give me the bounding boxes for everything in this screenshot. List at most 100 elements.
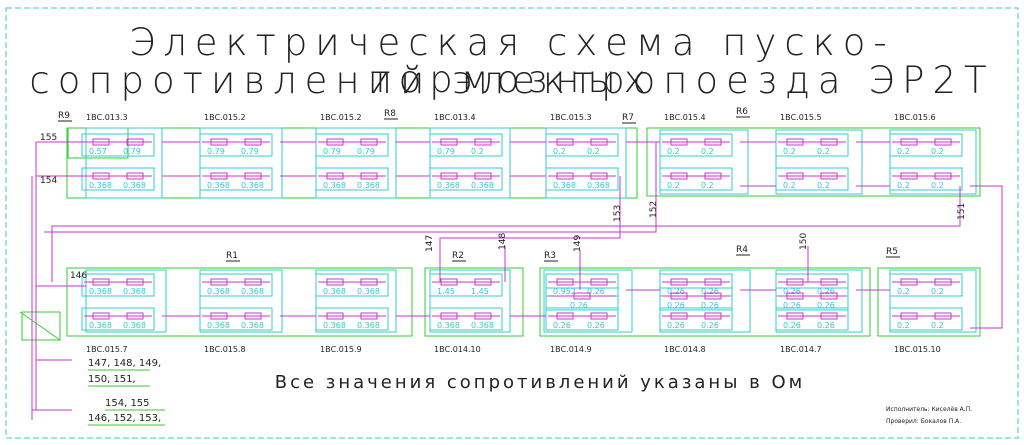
resistor-value-top-0-1: 0.79: [123, 147, 141, 156]
wire-label-148: 148: [498, 233, 508, 250]
resistor-value-bottom-4-0: 0.368: [553, 181, 576, 190]
row-box-top-15: [889, 273, 963, 297]
resistor-value-bottom-10-0: 0.368: [323, 321, 346, 330]
resistor-block-7: [889, 129, 977, 195]
resistor-value-bottom-3-1: 0.368: [471, 181, 494, 190]
block-label-14: 1ВС.014.7: [780, 345, 822, 354]
resistor-value-top-2-1: 0.79: [357, 147, 375, 156]
resistor-bottom-6-1: [820, 172, 838, 180]
resistor-top-3-0: [440, 138, 458, 146]
row-box-bottom-9: [199, 307, 273, 331]
row-box-bottom-14: [775, 307, 849, 331]
resistor-bottom-5-1: [704, 172, 722, 180]
wire-label-149: 149: [573, 235, 583, 252]
resistor-top-5-0: [670, 138, 688, 146]
resistor-top-1-1: [244, 138, 262, 146]
resistor-bottom-13-0: [670, 312, 688, 320]
block-label-0: 1ВС.013.3: [86, 113, 128, 122]
resistor-top-6-1: [820, 138, 838, 146]
resistor-top-1-0: [210, 138, 228, 146]
resistor-bottom-15-0: [900, 312, 918, 320]
resistor-mid-13-1: [704, 292, 722, 300]
resistor-top-6-0: [786, 138, 804, 146]
row-box-top-6: [775, 133, 849, 157]
resistor-mid-14-1: [820, 292, 838, 300]
resistor-value-top-15-0: 0.2: [897, 287, 910, 296]
resistor-top-14-1: [820, 278, 838, 286]
resistor-bottom-12-0: [556, 312, 574, 320]
resistor-top-13-0: [670, 278, 688, 286]
resistor-top-11-1: [474, 278, 492, 286]
resistor-bottom-12-1: [590, 312, 608, 320]
row-box-top-0: [81, 133, 155, 157]
resistor-value-top-9-0: 0.368: [207, 287, 230, 296]
block-label-7: 1ВС.015.6: [894, 113, 936, 122]
resistor-top-8-0: [92, 278, 110, 286]
row-box-bottom-5: [659, 167, 733, 191]
resistor-bottom-10-1: [360, 312, 378, 320]
group-label-R7: R7: [622, 113, 634, 123]
row-box-top-4: [545, 133, 619, 157]
resistor-value-bottom-7-1: 0.2: [931, 181, 944, 190]
resistor-top-12-1: [590, 278, 608, 286]
wire-label-147: 147: [425, 235, 435, 252]
resistor-bottom-14-1: [820, 312, 838, 320]
resistor-value-bottom-1-0: 0.368: [207, 181, 230, 190]
group-frame-4: [424, 267, 524, 337]
resistor-bottom-7-0: [900, 172, 918, 180]
resistor-value-bottom-13-1: 0.26: [701, 321, 719, 330]
resistor-block-6: [775, 129, 863, 195]
resistor-value-top-5-1: 0.2: [701, 147, 714, 156]
resistor-bottom-8-1: [126, 312, 144, 320]
resistor-top-8-1: [126, 278, 144, 286]
resistor-bottom-5-0: [670, 172, 688, 180]
wire-label-150: 150: [799, 233, 809, 250]
resistor-bottom-2-1: [360, 172, 378, 180]
resistor-top-2-1: [360, 138, 378, 146]
resistor-value-top-13-0: 0.26: [667, 287, 685, 296]
resistor-bottom-0-0: [92, 172, 110, 180]
resistor-top-12-0: [556, 278, 574, 286]
wire-right-loop: [970, 185, 1003, 329]
resistor-bottom-11-0: [440, 312, 458, 320]
group-frame-2: [646, 127, 981, 197]
resistor-value-mid-14-1: 0.26: [817, 301, 835, 310]
resistor-top-9-0: [210, 278, 228, 286]
group-frame-7: [21, 311, 61, 341]
row-box-top-1: [199, 133, 273, 157]
block-label-4: 1ВС.015.3: [550, 113, 592, 122]
row-box-bottom-1: [199, 167, 273, 191]
row-box-mid-14: [775, 287, 849, 311]
resistor-bottom-9-0: [210, 312, 228, 320]
resistor-value-bottom-6-0: 0.2: [783, 181, 796, 190]
resistor-value-bottom-4-1: 0.368: [587, 181, 610, 190]
resistor-value-top-14-1: 0.26: [817, 287, 835, 296]
resistor-top-2-0: [326, 138, 344, 146]
row-box-top-7: [889, 133, 963, 157]
resistor-bottom-4-1: [590, 172, 608, 180]
title-line-1: Электрическая схема пуско-тормозных: [129, 21, 895, 101]
resistor-value-bottom-11-1: 0.368: [471, 321, 494, 330]
block-label-8: 1ВС.015.7: [86, 345, 128, 354]
resistor-top-4-1: [590, 138, 608, 146]
resistor-bottom-14-0: [786, 312, 804, 320]
wire-label-153: 153: [613, 205, 623, 222]
resistor-value-bottom-3-0: 0.368: [437, 181, 460, 190]
resistor-value-bottom-8-1: 0.368: [123, 321, 146, 330]
wire-diagonal: [19, 311, 61, 341]
row-box-top-2: [315, 133, 389, 157]
group-frame-5: [539, 267, 871, 337]
resistor-value-bottom-0-0: 0.368: [89, 181, 112, 190]
row-box-top-3: [429, 133, 503, 157]
resistor-top-15-1: [934, 278, 952, 286]
resistor-block-4: [545, 127, 627, 199]
row-box-top-10: [315, 273, 389, 297]
row-box-top-8: [81, 273, 155, 297]
resistor-value-top-9-1: 0.368: [241, 287, 264, 296]
group-frame-0: [66, 127, 638, 199]
executor-stamp: Исполнитель: Киселёв А.П.: [886, 406, 973, 413]
row-box-mid-12: [545, 287, 619, 311]
resistor-value-bottom-11-0: 0.368: [437, 321, 460, 330]
wire-label-154: 154: [40, 176, 57, 186]
